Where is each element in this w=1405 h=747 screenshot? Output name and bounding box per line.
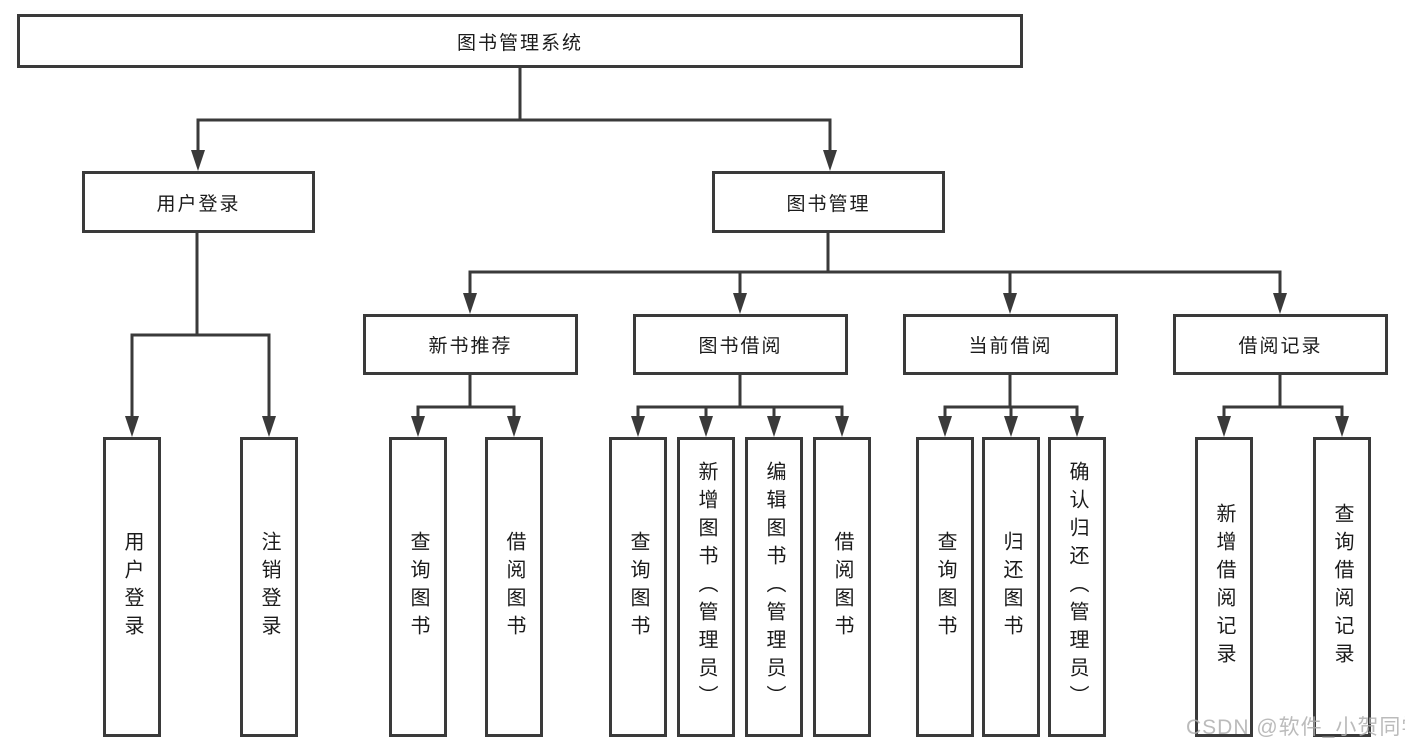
leaf-logout: 注销登录	[240, 437, 298, 737]
node-root: 图书管理系统	[17, 14, 1023, 68]
node-current-borrow: 当前借阅	[903, 314, 1118, 375]
arrowheads	[125, 150, 1349, 437]
leaf-borrow-books-recommend: 借阅图书	[485, 437, 543, 737]
leaf-query-books-current: 查询图书	[916, 437, 974, 737]
node-new-book-recommend: 新书推荐	[363, 314, 578, 375]
leaf-user-login: 用户登录	[103, 437, 161, 737]
leaf-query-books-borrow: 查询图书	[609, 437, 667, 737]
leaf-edit-book-admin: 编辑图书（管理员）	[745, 437, 803, 737]
leaf-return-book: 归还图书	[982, 437, 1040, 737]
leaf-query-borrow-record: 查询借阅记录	[1313, 437, 1371, 737]
node-book-borrow: 图书借阅	[633, 314, 848, 375]
node-borrow-records: 借阅记录	[1173, 314, 1388, 375]
leaf-add-book-admin: 新增图书（管理员）	[677, 437, 735, 737]
leaf-query-books-recommend: 查询图书	[389, 437, 447, 737]
leaf-add-borrow-record: 新增借阅记录	[1195, 437, 1253, 737]
node-book-management: 图书管理	[712, 171, 945, 233]
node-user-login: 用户登录	[82, 171, 315, 233]
leaf-confirm-return-admin: 确认归还（管理员）	[1048, 437, 1106, 737]
leaf-borrow-books: 借阅图书	[813, 437, 871, 737]
watermark: CSDN @软件_小贺同学	[1186, 716, 1405, 739]
